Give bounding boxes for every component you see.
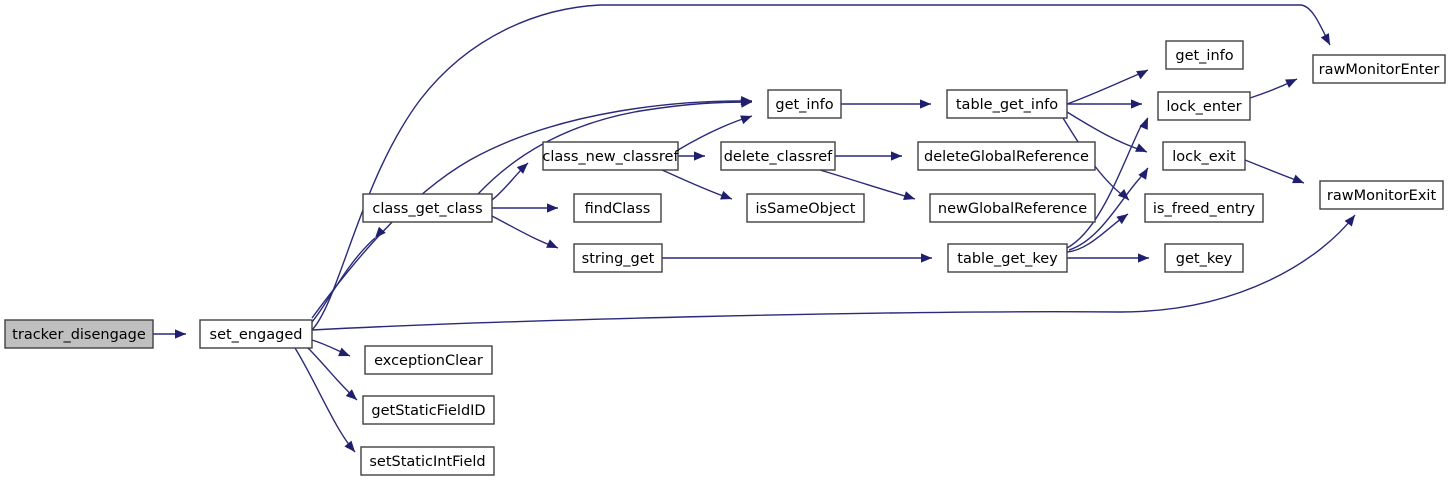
graph-node-delete_classref[interactable]: delete_classref xyxy=(720,141,836,171)
graph-node-findClass[interactable]: findClass xyxy=(573,193,662,223)
edge-arrowhead xyxy=(338,347,350,357)
node-box[interactable] xyxy=(1165,40,1244,70)
edge-arrowhead xyxy=(1138,253,1149,263)
node-box[interactable] xyxy=(362,395,495,425)
node-box[interactable] xyxy=(1312,54,1446,84)
node-box[interactable] xyxy=(946,89,1068,119)
edge-arrowhead xyxy=(694,151,705,161)
node-box[interactable] xyxy=(1162,141,1246,171)
graph-node-deleteGlobalReference[interactable]: deleteGlobalReference xyxy=(917,141,1096,171)
node-box[interactable] xyxy=(929,193,1096,223)
graph-node-lock_exit[interactable]: lock_exit xyxy=(1162,141,1246,171)
edge-arrowhead xyxy=(921,253,932,263)
node-box[interactable] xyxy=(767,89,842,119)
edge-arrowhead xyxy=(740,115,752,125)
call-edge xyxy=(477,101,753,195)
graph-node-get_key[interactable]: get_key xyxy=(1164,243,1244,273)
edge-arrowhead xyxy=(375,226,386,238)
call-edge xyxy=(311,214,1356,331)
arrowheads-layer xyxy=(175,33,1355,452)
call-edge xyxy=(311,100,753,319)
edge-arrowhead xyxy=(546,239,558,248)
graph-node-newGlobalReference[interactable]: newGlobalReference xyxy=(929,193,1096,223)
graph-node-setStaticIntField[interactable]: setStaticIntField xyxy=(360,446,495,476)
call-edge xyxy=(1066,69,1149,105)
node-box[interactable] xyxy=(1164,243,1244,273)
node-box[interactable] xyxy=(1319,180,1444,210)
edge-arrowhead xyxy=(547,203,558,213)
node-box[interactable] xyxy=(746,193,865,223)
graph-node-rawMonitorEnter[interactable]: rawMonitorEnter xyxy=(1312,54,1446,84)
nodes-layer: tracker_disengage set_engaged class_get_cl… xyxy=(4,40,1446,476)
node-box[interactable] xyxy=(364,345,493,375)
edge-arrowhead xyxy=(1320,33,1330,45)
edge-arrowhead xyxy=(1292,174,1304,184)
node-box[interactable] xyxy=(542,141,679,171)
edge-arrowhead xyxy=(345,389,357,400)
edge-arrowhead xyxy=(1117,189,1129,200)
edge-arrowhead xyxy=(175,329,186,339)
graph-node-is_freed_entry[interactable]: is_freed_entry xyxy=(1144,193,1264,223)
call-edge xyxy=(661,169,733,200)
graph-node-string_get[interactable]: string_get xyxy=(573,243,663,273)
edge-arrowhead xyxy=(1136,70,1148,80)
edge-arrowhead xyxy=(1138,168,1148,180)
node-box[interactable] xyxy=(4,319,154,349)
edge-arrowhead xyxy=(1344,215,1355,227)
edge-arrowhead xyxy=(740,98,752,108)
edge-arrowhead xyxy=(903,191,915,200)
call-edge xyxy=(311,4,1331,331)
node-box[interactable] xyxy=(720,141,836,171)
graph-node-get_info_mid[interactable]: get_info xyxy=(767,89,842,119)
node-box[interactable] xyxy=(1144,193,1264,223)
node-box[interactable] xyxy=(573,243,663,273)
graph-node-isSameObject[interactable]: isSameObject xyxy=(746,193,865,223)
edge-arrowhead xyxy=(516,163,528,174)
graph-node-set_engaged[interactable]: set_engaged xyxy=(199,319,313,349)
edge-arrowhead xyxy=(1285,79,1297,88)
graph-node-exceptionClear[interactable]: exceptionClear xyxy=(364,345,493,375)
graph-node-get_info_right[interactable]: get_info xyxy=(1165,40,1244,70)
graph-node-getStaticFieldID[interactable]: getStaticFieldID xyxy=(362,395,495,425)
graph-node-tracker_disengage[interactable]: tracker_disengage xyxy=(4,319,154,349)
edge-arrowhead xyxy=(1116,214,1128,225)
edges-layer xyxy=(153,4,1356,453)
edge-arrowhead xyxy=(1131,99,1142,109)
graph-node-lock_enter[interactable]: lock_enter xyxy=(1157,91,1251,121)
node-box[interactable] xyxy=(360,446,495,476)
node-box[interactable] xyxy=(1157,91,1251,121)
graph-node-table_get_key[interactable]: table_get_key xyxy=(947,243,1068,273)
edge-arrowhead xyxy=(344,440,355,452)
graph-node-class_get_class[interactable]: class_get_class xyxy=(362,193,493,223)
node-box[interactable] xyxy=(917,141,1096,171)
node-box[interactable] xyxy=(573,193,662,223)
call-edge xyxy=(294,347,356,453)
edge-arrowhead xyxy=(920,99,931,109)
node-box[interactable] xyxy=(199,319,313,349)
edge-arrowhead xyxy=(1139,118,1148,130)
edge-arrowhead xyxy=(720,190,732,200)
edge-arrowhead xyxy=(891,151,902,161)
edge-arrowhead xyxy=(1135,143,1147,152)
node-box[interactable] xyxy=(947,243,1068,273)
graph-node-class_new_classref[interactable]: class_new_classref xyxy=(542,141,679,171)
graph-node-table_get_info[interactable]: table_get_info xyxy=(946,89,1068,119)
node-box[interactable] xyxy=(362,193,493,223)
graph-node-rawMonitorExit[interactable]: rawMonitorExit xyxy=(1319,180,1444,210)
